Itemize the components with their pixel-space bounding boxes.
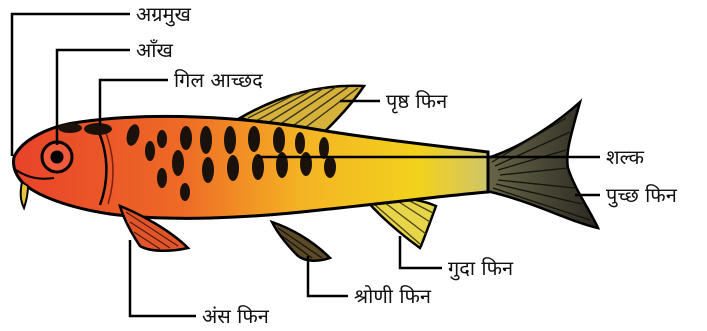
eye-shape [42, 142, 72, 172]
caudal-fin-shape [480, 102, 598, 228]
label-scales: शल्क [606, 145, 644, 169]
label-snout: अग्रमुख [136, 2, 191, 26]
label-pelvic-fin: श्रोणी फिन [354, 284, 431, 308]
label-caudal-fin: पुच्छ फिन [606, 183, 677, 207]
label-anal-fin: गुदा फिन [448, 256, 513, 280]
mouth-barbel [21, 182, 28, 208]
label-eye: आँख [136, 38, 173, 62]
pelvic-fin-shape [272, 222, 330, 261]
label-gill-cover: गिल आच्छद [174, 68, 263, 92]
label-pectoral-fin: अंस फिन [202, 304, 269, 328]
label-dorsal-fin: पृष्ठ फिन [386, 89, 447, 113]
